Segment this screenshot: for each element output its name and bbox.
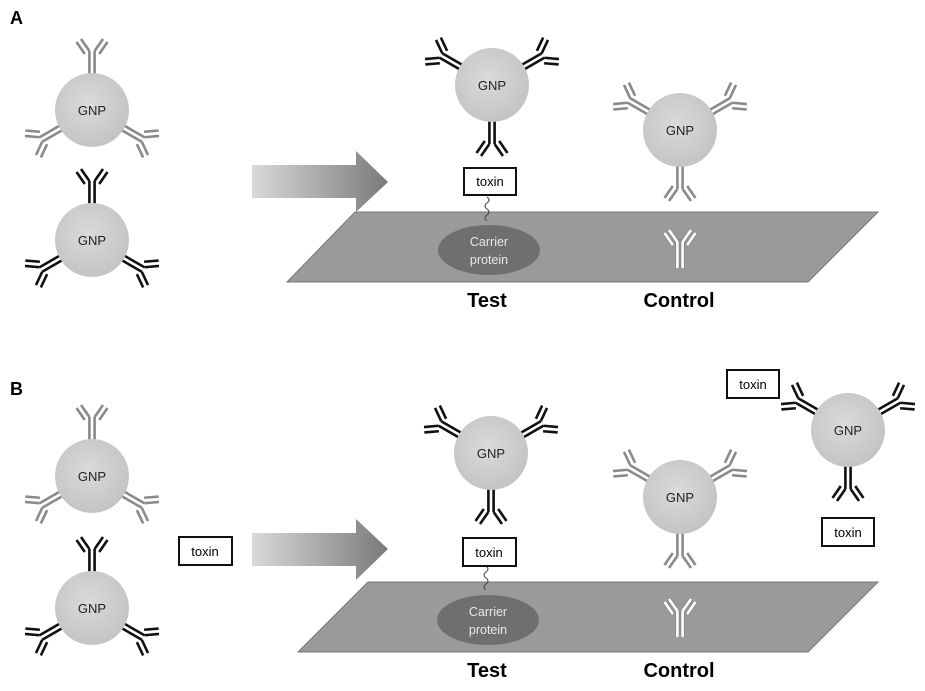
panel-b-test-gnp-antibody-1 [474, 486, 508, 525]
panel-a-test-gnp-particle [455, 48, 529, 122]
panel-b-surface [296, 581, 880, 653]
panel-b-control-gnp-antibody-3 [706, 449, 748, 484]
panel-b-control-gnp-left-antibody-1 [75, 404, 109, 443]
panel-b-specific-gnp-left-particle [55, 571, 129, 645]
panel-b-control-gnp: GNP [612, 449, 748, 569]
panel-b-free-gnp-antibody-3 [874, 382, 916, 417]
panel-b-control-caption: Control [643, 660, 714, 682]
panel-a-control-gnp-left-antibody-1 [75, 38, 109, 77]
panel-a-toxin-box [463, 167, 517, 196]
panel-b-free-gnp-toxin-box-bottom [821, 517, 875, 547]
panel-b-carrier-label-1: Carrier [469, 605, 507, 619]
panel-a-control-gnp-left-antibody-2 [118, 123, 160, 158]
panel-b-free-toxin-box [178, 536, 233, 566]
panel-a-specific-gnp-left-antibody-3 [24, 253, 66, 288]
panel-a-carrier-label-2: protein [470, 253, 508, 267]
panel-b-free-gnp-particle [811, 393, 885, 467]
panel-a-control-gnp-particle [643, 93, 717, 167]
panel-a-surface [285, 211, 880, 283]
panel-b-specific-gnp-left-antibody-3 [24, 621, 66, 656]
panel-b-capture-antibody [662, 597, 698, 637]
panel-a-carrier-label-1: Carrier [470, 235, 508, 249]
panel-b-control-gnp-left-antibody-2 [118, 489, 160, 524]
panel-a-arrow [252, 151, 388, 212]
panel-b-specific-gnp-left-label: GNP [78, 601, 106, 616]
panel-b-bound-toxin-box [462, 537, 517, 567]
panel-b-specific-gnp-left-antibody-1 [75, 536, 109, 575]
panel-b-test-gnp-label: GNP [477, 446, 505, 461]
panel-b-test-caption: Test [467, 660, 507, 682]
panel-b-control-gnp-left-label: GNP [78, 469, 106, 484]
panel-a-control-gnp-left-label: GNP [78, 103, 106, 118]
panel-a-control-gnp-left-antibody-3 [24, 123, 66, 158]
panel-b-specific-gnp-left-antibody-2 [118, 621, 160, 656]
panel-b-carrier-protein [437, 595, 539, 645]
panel-b-control-gnp-antibody-2 [612, 449, 654, 484]
panel-a-test-gnp-antibody-2 [424, 37, 466, 72]
panel-a-specific-gnp-left-particle [55, 203, 129, 277]
panel-b-free-gnp-label: GNP [834, 423, 862, 438]
panel-b-specific-gnp-left: GNP [24, 536, 160, 656]
panel-b-control-gnp-left-particle [55, 439, 129, 513]
panel-a-control-gnp: GNP [612, 82, 748, 202]
panel-a-control-gnp-antibody-1 [663, 163, 697, 202]
panel-b-control-gnp-label: GNP [666, 490, 694, 505]
panel-b-bound-toxin-label: toxin [475, 545, 502, 560]
panel-a-toxin-label: toxin [476, 174, 503, 189]
panel-a-control-gnp-left-particle [55, 73, 129, 147]
panel-a-specific-gnp-left-antibody-2 [118, 253, 160, 288]
panel-b-free-gnp-antibody-1 [831, 463, 865, 502]
panel-a-test-gnp-antibody-1 [475, 118, 509, 157]
panel-a-test-gnp-label: GNP [478, 78, 506, 93]
panel-b-free-gnp-toxin-label-top: toxin [739, 377, 766, 392]
panel-b-linker [483, 565, 489, 591]
panel-b-test-gnp-particle [454, 416, 528, 490]
panel-a-specific-gnp-left-antibody-1 [75, 168, 109, 207]
panel-b-test-gnp-antibody-3 [517, 405, 559, 440]
panel-b-control-gnp-antibody-1 [663, 530, 697, 569]
panel-b-test-gnp-antibody-2 [423, 405, 465, 440]
panel-a-carrier-protein [438, 225, 540, 275]
panel-a-control-gnp-left: GNP [24, 38, 160, 158]
panel-a-test-caption: Test [467, 290, 507, 312]
panel-b-control-gnp-left-antibody-3 [24, 489, 66, 524]
panel-a-control-gnp-antibody-3 [706, 82, 748, 117]
panel-b-free-gnp-toxin-box-top [726, 369, 780, 399]
panel-a-linker [484, 196, 490, 222]
panel-b-free-gnp-toxin-label-bottom: toxin [834, 525, 861, 540]
panel-a-specific-gnp-left: GNP [24, 168, 160, 288]
panel-b-free-gnp-antibody-2 [780, 382, 822, 417]
panel-a-control-caption: Control [643, 290, 714, 312]
panel-a-test-gnp-antibody-3 [518, 37, 560, 72]
gnp-conjugates: GNP GNP GNP GNP GNP GNP GNP GNP GNP [24, 37, 916, 656]
panel-b-control-gnp-left: GNP [24, 404, 160, 524]
panel-a-control-gnp-label: GNP [666, 123, 694, 138]
panel-b-free-gnp: GNP [780, 382, 916, 502]
panel-a-letter: A [10, 8, 23, 28]
panel-a-test-gnp: GNP [424, 37, 560, 157]
panel-b-carrier-label-2: protein [469, 623, 507, 637]
panel-b-control-gnp-particle [643, 460, 717, 534]
panel-a-control-gnp-antibody-2 [612, 82, 654, 117]
panel-b-free-toxin-label: toxin [191, 544, 218, 559]
panel-b-test-gnp: GNP [423, 405, 559, 525]
panel-b-letter: B [10, 379, 23, 399]
panel-a-capture-antibody [662, 228, 698, 268]
panel-a-specific-gnp-left-label: GNP [78, 233, 106, 248]
panel-b-arrow [252, 519, 388, 580]
